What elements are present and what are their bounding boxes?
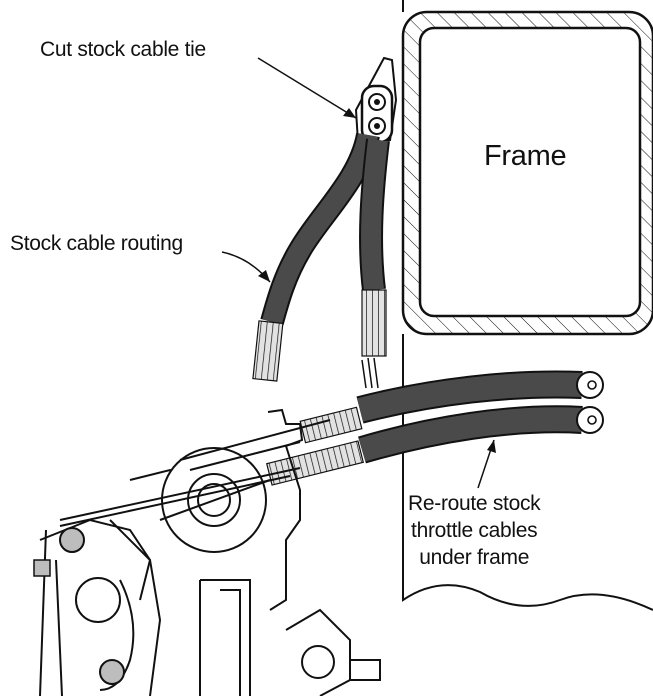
frame-label: Frame — [484, 140, 567, 172]
reroute-cables-label: Re-route stock throttle cables under fra… — [408, 490, 541, 571]
stock-cable-left — [252, 132, 380, 382]
cut-stock-cable-tie-label: Cut stock cable tie — [40, 38, 206, 61]
stock-cable-right — [359, 138, 390, 389]
leader-stock-routing — [221, 251, 271, 283]
frame-tube — [401, 10, 653, 336]
throttle-body — [39, 408, 381, 696]
reroute-line-2: throttle cables — [411, 519, 538, 542]
leader-reroute — [477, 439, 496, 489]
rerouted-cables — [266, 370, 604, 486]
engine-body-outline — [402, 0, 653, 611]
linkage-pivots — [33, 527, 125, 685]
reroute-line-1: Re-route stock — [408, 492, 541, 515]
cable-tie-bracket — [354, 56, 398, 144]
leader-cut-tie — [257, 57, 357, 119]
reroute-line-3: under frame — [419, 546, 530, 569]
stock-cable-routing-label: Stock cable routing — [10, 232, 183, 255]
